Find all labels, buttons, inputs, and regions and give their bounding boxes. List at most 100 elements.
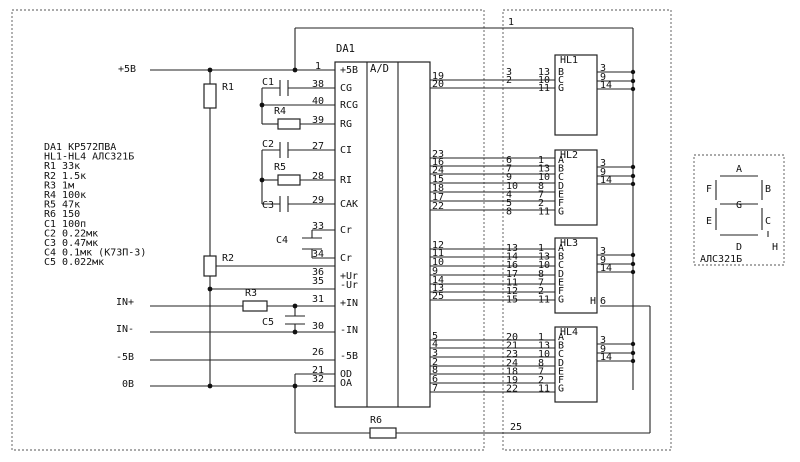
display-in-pin: 2 [538, 286, 544, 297]
da1-pin-name-35: -Ur [340, 280, 358, 291]
display-seg-a: A [558, 155, 564, 166]
display-src-pin: 5 [506, 198, 512, 209]
da1-pin-34: 34 [312, 249, 324, 260]
display-src-pin: 2 [506, 75, 512, 86]
supply-minus5: -5B [116, 352, 134, 363]
da1-pin-name-28: RI [340, 175, 352, 186]
resistor-r1 [203, 83, 217, 109]
display-in-pin: 11 [538, 207, 550, 218]
display-junction [630, 341, 636, 347]
r6-label: R6 [370, 415, 382, 426]
display-label-hl4: HL4 [560, 327, 578, 338]
display-seg-f: F [558, 286, 564, 297]
da1-pin-40: 40 [312, 96, 324, 107]
display-src-pin: 8 [506, 207, 512, 218]
parts-list-item: R5 47к [44, 200, 80, 211]
display-src-pin: 22 [506, 384, 518, 395]
supply-plus5: +5B [118, 64, 136, 75]
da1-function: A/D [370, 63, 389, 75]
display-hl3 [554, 237, 598, 314]
da1-out-pin-14: 14 [432, 275, 444, 286]
display-junction [630, 269, 636, 275]
display-in-pin: 13 [538, 341, 550, 352]
da1-out-pin-18: 18 [432, 183, 444, 194]
input-minus: IN- [116, 324, 134, 335]
display-in-pin: 8 [538, 358, 544, 369]
da1-out-pin-4: 4 [432, 339, 438, 350]
da1-pin-39: 39 [312, 115, 324, 126]
da1-pin-name-31: +IN [340, 298, 358, 309]
parts-list-item: C2 0.22мк [44, 228, 98, 239]
display-in-pin: 10 [538, 260, 550, 271]
display-junction [630, 252, 636, 258]
parts-list-item: DA1 KP572ПВА [44, 142, 116, 153]
display-in-pin: 7 [538, 366, 544, 377]
da1-label: DA1 [336, 43, 355, 55]
display-src-pin: 18 [506, 366, 518, 377]
display-out-pin: 14 [600, 263, 612, 274]
display-src-pin: 21 [506, 341, 518, 352]
da1-out-pin-5: 5 [432, 331, 438, 342]
da1-out-pin-12: 12 [432, 240, 444, 251]
display-seg-c: C [558, 172, 564, 183]
display-junction [630, 358, 636, 364]
r3-label: R3 [245, 288, 257, 299]
display-out-pin: 14 [600, 80, 612, 91]
parts-list-item: C3 0.47мк [44, 238, 98, 249]
da1-out-pin-24: 24 [432, 165, 444, 176]
da1-out-pin-10: 10 [432, 257, 444, 268]
display-in-pin: 13 [538, 164, 550, 175]
parts-list-item: C5 0.022мк [44, 257, 104, 268]
display-src-pin: 12 [506, 286, 518, 297]
display-in-pin: 2 [538, 198, 544, 209]
da1-out-pin-16: 16 [432, 157, 444, 168]
display-in-pin: 11 [538, 295, 550, 306]
display-src-pin: 20 [506, 332, 518, 343]
display-seg-d: D [558, 181, 564, 192]
resistor-r6 [369, 427, 397, 439]
display-hl2 [554, 149, 598, 226]
da1-out-pin-23: 23 [432, 149, 444, 160]
display-seg-g: G [558, 384, 564, 395]
display-junction [630, 69, 636, 75]
parts-list-item: C1 100п [44, 219, 86, 230]
display-seg-g: G [558, 83, 564, 94]
display-seg-c: C [558, 349, 564, 360]
display-seg-e: E [558, 366, 564, 377]
display-junction [630, 350, 636, 356]
supply-gnd: 0B [122, 379, 134, 390]
display-seg-e: E [558, 189, 564, 200]
display-label-hl3: HL3 [560, 238, 578, 249]
resistor-r4 [277, 118, 301, 130]
r1-label: R1 [222, 82, 234, 93]
display-seg-b: B [558, 67, 564, 78]
da1-pin-name-21: OD [340, 369, 352, 380]
display-src-pin: 16 [506, 260, 518, 271]
da1-pin-name-40: RCG [340, 100, 358, 111]
display-src-pin: 11 [506, 277, 518, 288]
da1-out-pin-13: 13 [432, 283, 444, 294]
display-in-pin: 13 [538, 252, 550, 263]
display-in-pin: 13 [538, 67, 550, 78]
display-seg-c: C [558, 75, 564, 86]
legend-seg-e: E [706, 216, 712, 227]
da1-out-pin-15: 15 [432, 174, 444, 185]
display-seg-a: A [558, 332, 564, 343]
display-seg-b: B [558, 164, 564, 175]
da1-pin-name-39: RG [340, 119, 352, 130]
c5-label: C5 [262, 317, 274, 328]
display-out-pin: 9 [600, 255, 606, 266]
bottom-net-label: 25 [510, 422, 522, 433]
display-junction [630, 86, 636, 92]
display-seg-d: D [558, 269, 564, 280]
display-src-pin: 10 [506, 181, 518, 192]
da1-pin-29: 29 [312, 195, 324, 206]
display-src-pin: 4 [506, 189, 512, 200]
da1-out-pin-2: 2 [432, 357, 438, 368]
display-seg-b: B [558, 341, 564, 352]
display-out-pin: 3 [600, 246, 606, 257]
